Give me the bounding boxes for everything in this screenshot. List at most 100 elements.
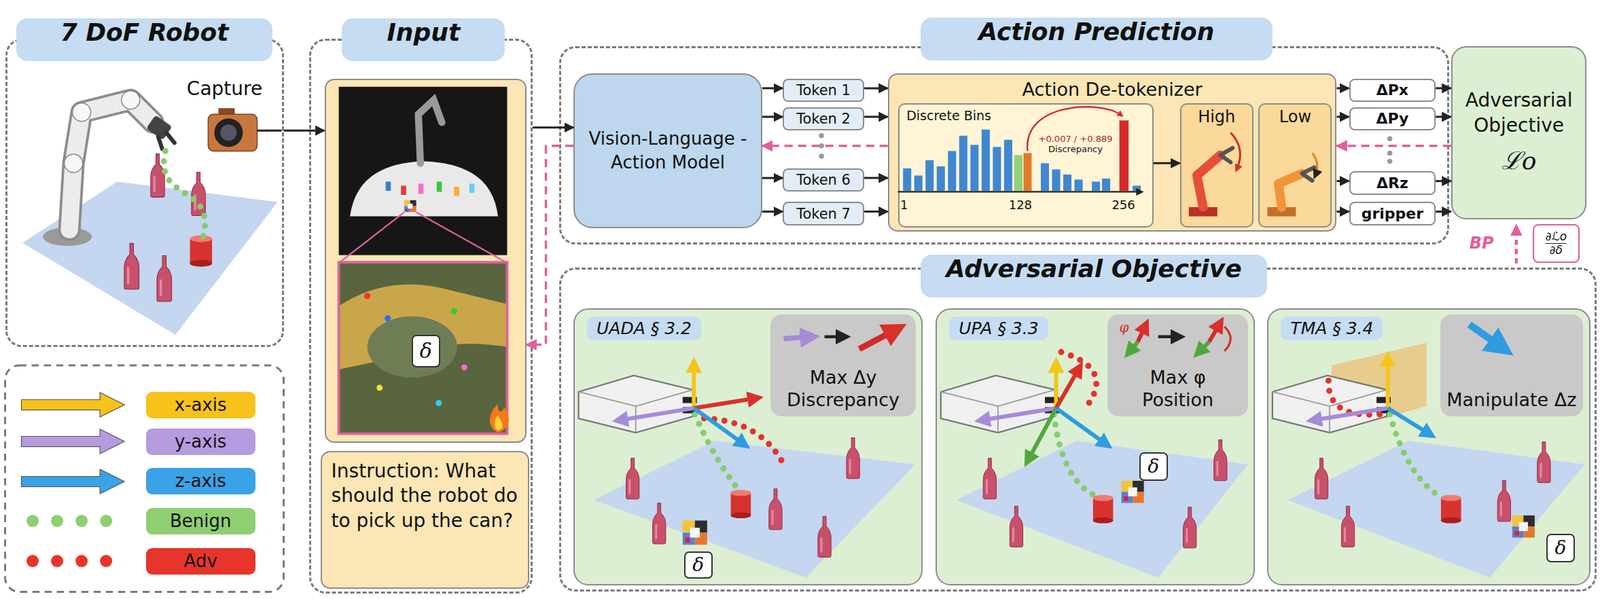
svg-rect (469, 183, 475, 193)
svg-rect (418, 183, 424, 194)
legend-frame (5, 365, 284, 593)
flow-arrow (283, 129, 325, 132)
flow-arrow (1337, 86, 1350, 90)
adversarial-panel: Adversarial ObjectiveUADA § 3.2Max Δy Di… (559, 267, 1597, 593)
svg-use (150, 154, 165, 198)
svg-path (339, 284, 508, 370)
legend-text: z-axis (146, 468, 256, 495)
svg-path (1328, 379, 1380, 416)
panel-heading: 7 DoF Robot (16, 18, 273, 62)
svg-rect (936, 166, 946, 191)
output-box: gripper (1349, 201, 1437, 226)
svg-circle (64, 154, 83, 173)
gradient-arrow (762, 144, 888, 148)
node-text: ΔPx (1376, 81, 1409, 99)
svg-circle (26, 514, 39, 528)
flow-arrow (1435, 180, 1452, 183)
label-holder: +0.007 / +0.889 (1038, 131, 1113, 145)
svg-rect (5, 365, 284, 593)
discrepancy-value: +0.007 / +0.889 (1038, 133, 1113, 145)
label-holder: φ (1119, 319, 1130, 336)
svg-use (730, 489, 751, 519)
svg-path (1230, 132, 1240, 170)
node-text: δ (684, 551, 713, 580)
svg-circle (50, 555, 64, 568)
svg-path (1301, 167, 1314, 181)
svg-use (983, 458, 997, 500)
svg-rect (385, 181, 392, 191)
svg-line (1469, 324, 1505, 350)
svg-circle (75, 514, 88, 528)
svg-rect (1063, 174, 1072, 191)
svg-circle (50, 514, 64, 528)
instruction-box: Instruction: What should the robot do to… (320, 451, 530, 590)
svg-circle (75, 555, 88, 568)
node-text: Low (1279, 107, 1312, 127)
svg-use (1272, 375, 1391, 433)
svg-polygon (955, 440, 1249, 578)
svg-rect (339, 262, 508, 434)
svg-path (1061, 351, 1097, 411)
node-text: ΔPy (1375, 110, 1409, 128)
svg-circle (99, 555, 113, 568)
flow-arrow (1337, 116, 1350, 119)
svg-rect (436, 181, 443, 192)
svg-circle (214, 118, 243, 147)
node-text: Discrete Bins (906, 108, 992, 123)
svg-rect (1014, 154, 1023, 191)
svg-path (1220, 148, 1233, 163)
svg-polygon (593, 440, 916, 578)
svg-line (618, 408, 694, 421)
svg-path (695, 414, 740, 490)
legend-text: y-axis (146, 428, 256, 456)
svg-use (1093, 495, 1114, 524)
panel-heading: Adversarial Objective (920, 254, 1268, 298)
svg-use (818, 516, 831, 558)
node-text: ∂ℒo (1545, 230, 1567, 245)
svg-path (1311, 152, 1317, 176)
svg-line (1027, 408, 1056, 462)
svg-rect (1051, 169, 1060, 191)
node-text: TMA § 3.4 (1280, 316, 1383, 341)
label-holder: Capture (186, 77, 263, 100)
angle-symbol: φ (1119, 319, 1130, 336)
svg-path (1197, 154, 1221, 208)
svg-path (494, 415, 503, 432)
flow-arrow (864, 116, 888, 119)
input-image: δ (324, 78, 527, 443)
flow-arrow (532, 126, 574, 129)
svg-rect (339, 86, 508, 256)
svg-use (156, 255, 172, 302)
delta-tag: δ (1139, 452, 1168, 482)
svg-path (69, 99, 153, 230)
svg-use (1183, 507, 1197, 549)
node-text: UADA § 3.2 (587, 316, 702, 341)
svg-rect (992, 146, 1001, 191)
token-box: Token 6 (782, 168, 865, 193)
svg-circle (1387, 158, 1393, 165)
svg-use (652, 503, 666, 545)
svg-circle (435, 400, 442, 407)
svg-use (846, 438, 860, 479)
label-holder: 256 (1111, 197, 1135, 212)
goal-card: Manipulate Δz (1440, 314, 1584, 417)
svg-rect (914, 175, 923, 191)
discrepancy-note: Discrepancy (1048, 144, 1103, 155)
node-text: Action De-tokenizer (1021, 78, 1202, 100)
svg-polygon (21, 392, 126, 418)
svg-use (940, 375, 1060, 433)
svg-path (163, 150, 206, 241)
node-text: Max φ Position (1111, 366, 1244, 412)
svg-path (1053, 414, 1096, 496)
output-box: ΔRz (1349, 171, 1437, 195)
method-panel: UPA § 3.3Max φ Positionδ (935, 308, 1255, 587)
svg-path (1224, 326, 1231, 352)
legend-text: Benign (146, 508, 256, 535)
node-text: ℒo (1501, 143, 1537, 177)
legend-row: Benign (20, 506, 256, 536)
flow-arrow (1337, 210, 1350, 213)
svg-path (489, 404, 509, 433)
robot-scene (22, 91, 282, 335)
svg-use (1441, 495, 1462, 524)
svg-line (1138, 324, 1147, 343)
